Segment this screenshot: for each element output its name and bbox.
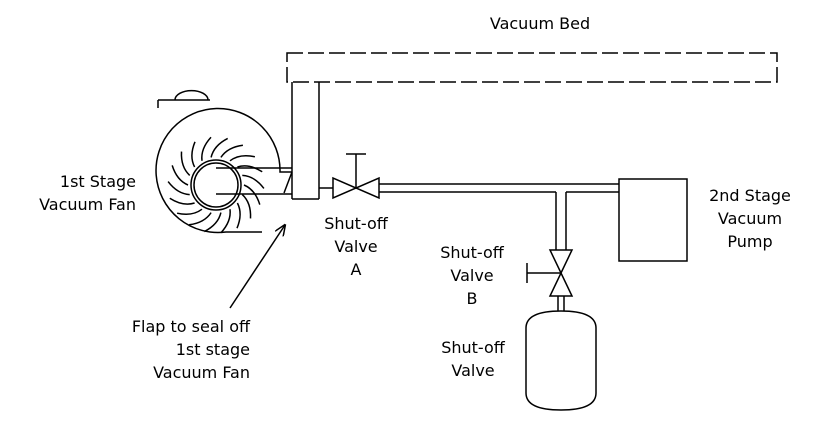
tank-label: Shut-off Valve	[441, 338, 505, 380]
flap-icon	[283, 171, 293, 194]
fan-blade	[243, 184, 261, 205]
valve-a-label: Shut-off Valve A	[324, 214, 388, 279]
fan-blade	[237, 165, 263, 173]
flap-label: Flap to seal off 1st stage Vacuum Fan	[131, 317, 250, 382]
fan-blade	[229, 155, 256, 162]
arrow-icon	[229, 225, 285, 309]
fan-blades	[167, 136, 265, 234]
vacuum-pump-icon	[618, 178, 688, 262]
vacuum-tank-icon	[525, 310, 597, 411]
fan-blade	[236, 202, 241, 229]
fan-blade	[167, 181, 190, 196]
fan-blade	[189, 212, 212, 226]
fan-blade	[242, 174, 265, 189]
fan-blade	[203, 212, 222, 233]
main-pipe	[379, 183, 619, 250]
pump-label: 2nd Stage Vacuum Pump	[709, 186, 791, 251]
fan-blade	[220, 144, 243, 158]
vacuum-bed-label: Vacuum Bed	[489, 14, 591, 33]
gate-valve-icon	[526, 249, 574, 311]
fan-blade	[169, 197, 195, 205]
fan-blade	[210, 137, 229, 158]
fan-blade	[176, 208, 203, 215]
fan-label: 1st Stage Vacuum Fan	[39, 172, 136, 214]
fan-blade	[171, 165, 189, 186]
fan-blade	[201, 136, 212, 161]
fan-blade	[180, 151, 191, 176]
valve-b-label: Shut-off Valve B	[440, 243, 504, 308]
vertical-duct	[291, 82, 320, 200]
fan-blade	[241, 194, 252, 219]
centrifugal-fan-icon	[155, 89, 292, 234]
fan-blade	[220, 209, 231, 234]
fan-blade	[191, 141, 196, 168]
gate-valve-icon	[332, 153, 380, 200]
vacuum-bed	[286, 52, 778, 83]
